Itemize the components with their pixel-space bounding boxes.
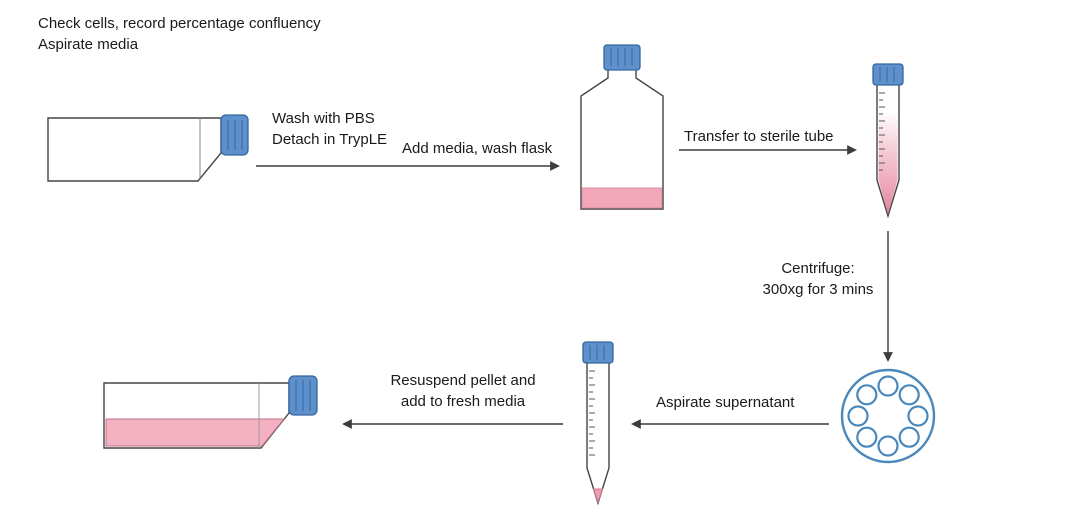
label-check-cells: Check cells, record percentage confluenc… — [38, 13, 321, 55]
media-bottle-icon — [580, 44, 664, 210]
label-check-cells-line1: Check cells, record percentage confluenc… — [38, 15, 321, 32]
label-centrifuge-line2: 300xg for 3 mins — [762, 281, 874, 298]
media-flask-cap-ribs — [295, 380, 311, 411]
culture-flask-media-icon — [103, 375, 318, 449]
centrifuge-rotor-icon — [840, 368, 936, 464]
sample-tube-cap — [872, 63, 904, 86]
label-centrifuge: Centrifuge: 300xg for 3 mins — [758, 258, 878, 300]
media-flask-liquid — [105, 418, 286, 447]
conical-tube-pellet-icon — [582, 341, 614, 506]
pellet-tube-cap-ribs — [589, 345, 605, 360]
label-wash-line1: Wash with PBS — [272, 110, 375, 127]
rotor-hole — [847, 405, 869, 427]
label-wash-detach: Wash with PBS Detach in TrypLE — [272, 108, 387, 150]
pellet — [592, 488, 604, 504]
rotor-hole — [877, 435, 899, 457]
bottle-cap — [603, 44, 641, 71]
bottle-body — [580, 67, 664, 210]
rotor-hole — [856, 384, 878, 406]
pellet-tube-graduations — [589, 370, 595, 456]
label-wash-line2: Detach in TrypLE — [272, 131, 388, 148]
rotor-hole — [907, 405, 929, 427]
sample-tube-graduations — [879, 92, 885, 171]
conical-tube-sample-icon — [872, 63, 904, 219]
label-resuspend: Resuspend pellet and add to fresh media — [382, 370, 544, 412]
label-resuspend-line2: add to fresh media — [400, 393, 526, 410]
sample-tube-liquid — [878, 113, 898, 215]
rotor-hole — [856, 426, 878, 448]
culture-flask-empty-icon — [47, 114, 249, 182]
label-resuspend-line1: Resuspend pellet and — [390, 372, 536, 389]
pellet-tube-body — [586, 363, 610, 506]
label-aspirate: Aspirate supernatant — [656, 394, 795, 411]
rotor-hole — [898, 426, 920, 448]
rotor-hole — [898, 384, 920, 406]
flask-cap-ribs — [227, 120, 243, 150]
label-centrifuge-line1: Centrifuge: — [781, 260, 855, 277]
rotor-hole — [877, 375, 899, 397]
label-check-cells-line2: Aspirate media — [38, 36, 139, 53]
bottle-cap-ribs — [610, 48, 633, 66]
label-add-media: Add media, wash flask — [402, 140, 553, 157]
sample-tube-cap-ribs — [879, 67, 895, 82]
pellet-tube-cap — [582, 341, 614, 364]
bottle-liquid — [581, 187, 663, 209]
label-transfer: Transfer to sterile tube — [684, 128, 834, 145]
flask-body — [47, 117, 222, 182]
